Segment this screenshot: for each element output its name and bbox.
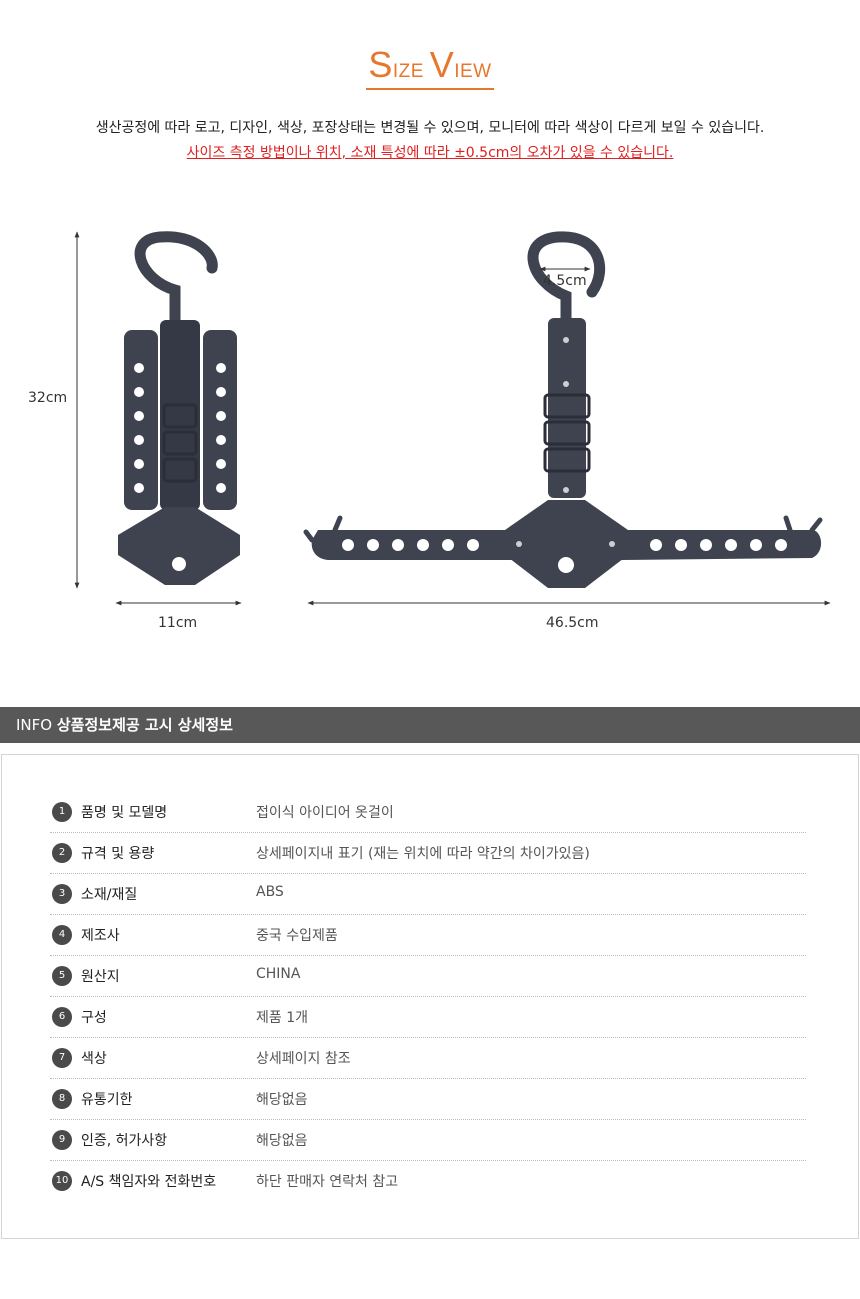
height-label: 32cm xyxy=(28,390,67,406)
row-value: 해당없음 xyxy=(256,1092,308,1108)
row-label: 유통기한 xyxy=(81,1092,133,1108)
table-row: 4 제조사 중국 수입제품 xyxy=(50,915,806,956)
table-row: 3 소재/재질 ABS xyxy=(50,874,806,915)
row-number-badge: 9 xyxy=(52,1130,72,1150)
row-value: 해당없음 xyxy=(256,1133,308,1149)
size-view-heading: SIZE VIEW xyxy=(366,44,494,90)
table-row: 9 인증, 허가사항 해당없음 xyxy=(50,1120,806,1161)
row-value: 제품 1개 xyxy=(256,1010,308,1026)
section-title: SIZE VIEW xyxy=(0,44,860,90)
table-row: 10 A/S 책임자와 전화번호 하단 판매자 연락처 참고 xyxy=(50,1161,806,1202)
product-info-table: 1 품명 및 모델명 접이식 아이디어 옷걸이 2 규격 및 용량 상세페이지내… xyxy=(1,754,859,1239)
table-row: 2 규격 및 용량 상세페이지내 표기 (재는 위치에 따라 약간의 차이가있음… xyxy=(50,833,806,874)
row-value: 상세페이지내 표기 (재는 위치에 따라 약간의 차이가있음) xyxy=(256,846,590,862)
row-label: 원산지 xyxy=(81,969,120,985)
table-row: 6 구성 제품 1개 xyxy=(50,997,806,1038)
row-label: 소재/재질 xyxy=(81,887,138,903)
row-number-badge: 8 xyxy=(52,1089,72,1109)
notice-size-tolerance: 사이즈 측정 방법이나 위치, 소재 특성에 따라 ±0.5cm의 오차가 있을… xyxy=(186,145,674,161)
table-row: 5 원산지 CHINA xyxy=(50,956,806,997)
row-label: 제조사 xyxy=(81,928,120,944)
info-header-bar: INFO 상품정보제공 고시 상세정보 xyxy=(0,707,860,743)
folded-hanger-image xyxy=(118,231,240,585)
row-label: 구성 xyxy=(81,1010,107,1026)
row-number-badge: 6 xyxy=(52,1007,72,1027)
info-prefix: INFO xyxy=(16,716,53,734)
open-width-label: 46.5cm xyxy=(546,615,599,631)
notice-color-variation: 생산공정에 따라 로고, 디자인, 색상, 포장상태는 변경될 수 있으며, 모… xyxy=(95,120,765,136)
row-number-badge: 1 xyxy=(52,802,72,822)
row-label: A/S 책임자와 전화번호 xyxy=(81,1174,217,1190)
row-number-badge: 3 xyxy=(52,884,72,904)
row-number-badge: 5 xyxy=(52,966,72,986)
table-row: 7 색상 상세페이지 참조 xyxy=(50,1038,806,1079)
row-value: 상세페이지 참조 xyxy=(256,1051,351,1067)
table-row: 8 유통기한 해당없음 xyxy=(50,1079,806,1120)
row-label: 인증, 허가사항 xyxy=(81,1133,168,1149)
hook-width-label: 4.5cm xyxy=(543,273,587,289)
row-number-badge: 4 xyxy=(52,925,72,945)
row-value: 하단 판매자 연락처 참고 xyxy=(256,1174,399,1190)
folded-width-label: 11cm xyxy=(158,615,197,631)
info-title: 상품정보제공 고시 상세정보 xyxy=(56,716,233,734)
open-hanger-image xyxy=(303,231,823,588)
row-value: ABS xyxy=(256,884,284,900)
table-row: 1 품명 및 모델명 접이식 아이디어 옷걸이 xyxy=(50,792,806,833)
row-label: 색상 xyxy=(81,1051,107,1067)
size-diagram: 32cm 11cm 4.5cm 46.5cm xyxy=(28,231,831,631)
row-label: 품명 및 모델명 xyxy=(81,805,168,821)
row-number-badge: 10 xyxy=(52,1171,72,1191)
row-label: 규격 및 용량 xyxy=(81,846,155,862)
row-value: 중국 수입제품 xyxy=(256,928,338,944)
row-number-badge: 2 xyxy=(52,843,72,863)
row-value: CHINA xyxy=(256,966,301,982)
row-number-badge: 7 xyxy=(52,1048,72,1068)
row-value: 접이식 아이디어 옷걸이 xyxy=(256,805,394,821)
